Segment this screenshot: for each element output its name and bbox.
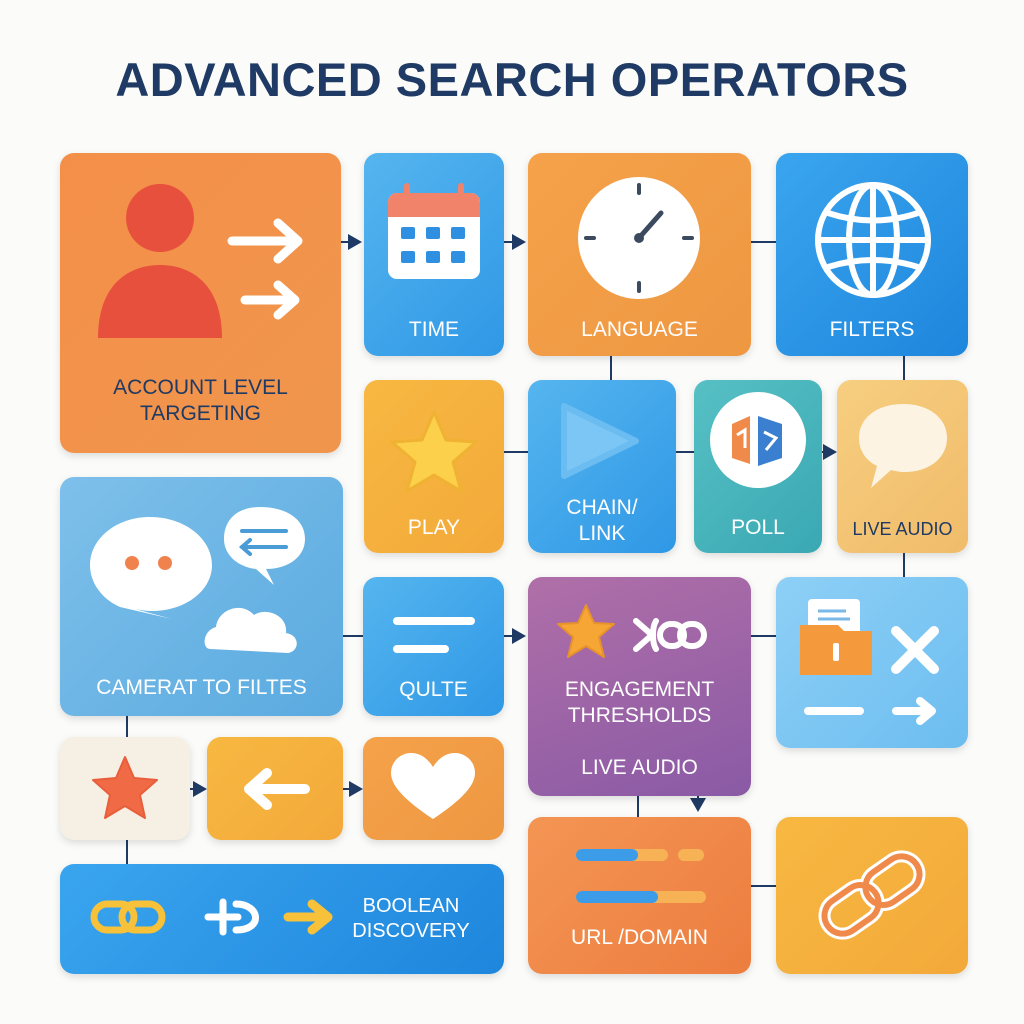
tile-chain-link[interactable]: CHAIN/ LINK bbox=[528, 380, 676, 553]
chain-plus-arrow-icon bbox=[90, 898, 333, 936]
tile-label: CAMERAT TO FILTES bbox=[96, 676, 307, 699]
tile-label: ACCOUNT LEVEL TARGETING bbox=[113, 376, 288, 426]
progress-bars-icon bbox=[576, 849, 706, 903]
chat-bubbles-icon bbox=[90, 507, 305, 653]
tile-sublabel: LIVE AUDIO bbox=[581, 756, 698, 779]
chain-icon bbox=[818, 850, 926, 940]
tile-label: PLAY bbox=[407, 516, 461, 539]
tile-chain[interactable] bbox=[776, 817, 968, 974]
star-icon bbox=[390, 410, 478, 493]
tile-poll[interactable]: POLL bbox=[694, 380, 822, 553]
tile-arrow-left[interactable] bbox=[207, 737, 343, 840]
tile-play[interactable]: PLAY bbox=[364, 380, 504, 553]
tile-camerat-to-filtes[interactable]: CAMERAT TO FILTES bbox=[60, 477, 343, 716]
heart-icon bbox=[391, 753, 475, 819]
tile-label: FILTERS bbox=[829, 318, 915, 341]
globe-icon bbox=[815, 182, 931, 298]
clock-icon bbox=[578, 177, 700, 299]
tile-engagement-thresholds[interactable]: ENGAGEMENT THRESHOLDS LIVE AUDIO bbox=[528, 577, 751, 796]
tile-label: LIVE AUDIO bbox=[852, 519, 953, 539]
tile-filters[interactable]: FILTERS bbox=[776, 153, 968, 356]
arrow-left-icon bbox=[244, 768, 310, 810]
tile-folder-actions[interactable] bbox=[776, 577, 968, 748]
star-icon bbox=[92, 756, 158, 819]
text-lines-icon bbox=[393, 617, 475, 653]
diagram-title: ADVANCED SEARCH OPERATORS bbox=[115, 53, 909, 106]
tile-star[interactable] bbox=[60, 737, 190, 840]
tile-label: POLL bbox=[731, 516, 785, 539]
play-icon bbox=[561, 403, 639, 479]
tile-account-level-targeting[interactable]: ACCOUNT LEVEL TARGETING bbox=[60, 153, 341, 453]
tile-live-audio-top[interactable]: LIVE AUDIO bbox=[837, 380, 968, 553]
tile-label: TIME bbox=[408, 318, 460, 341]
tile-label: BOOLEAN DISCOVERY bbox=[352, 895, 470, 942]
tile-heart[interactable] bbox=[363, 737, 504, 840]
person-arrows-icon bbox=[98, 184, 303, 338]
tile-label: QULTE bbox=[399, 678, 468, 701]
tile-url-domain[interactable]: URL /DOMAIN bbox=[528, 817, 751, 974]
calendar-icon bbox=[388, 183, 480, 279]
tile-boolean-discovery[interactable]: BOOLEAN DISCOVERY bbox=[60, 864, 504, 974]
tile-qulte[interactable]: QULTE bbox=[363, 577, 504, 716]
folder-x-icon bbox=[800, 599, 939, 725]
tile-language[interactable]: LANGUAGE bbox=[528, 153, 751, 356]
tile-time[interactable]: TIME bbox=[364, 153, 504, 356]
tile-label: URL /DOMAIN bbox=[571, 926, 708, 949]
tile-label: LANGUAGE bbox=[581, 318, 698, 341]
tile-label: CHAIN/ LINK bbox=[566, 496, 638, 546]
poll-badge-icon bbox=[710, 392, 806, 488]
tile-label: ENGAGEMENT THRESHOLDS bbox=[564, 678, 715, 728]
star-link-icon bbox=[557, 604, 707, 658]
speech-bubble-icon bbox=[859, 404, 947, 488]
